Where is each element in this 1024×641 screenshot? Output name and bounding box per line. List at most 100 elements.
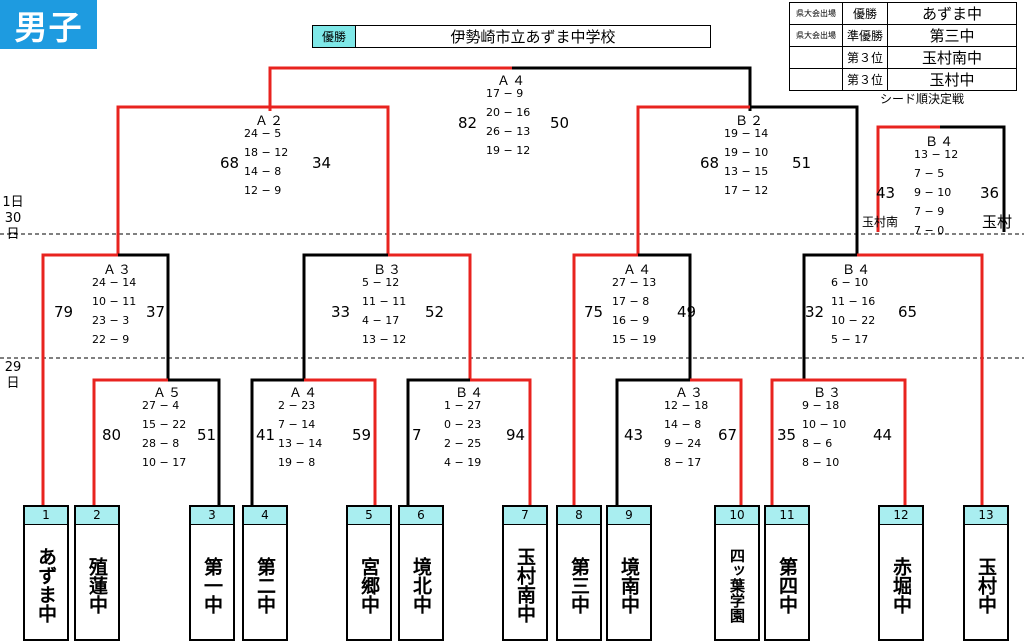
total-left: 35 — [777, 425, 797, 444]
sf2-right — [750, 105, 859, 255]
team-number: 13 — [965, 507, 1007, 525]
set-score: 20 − 16 — [486, 106, 531, 119]
team-name: 殖蓮中 — [86, 556, 108, 614]
set-score: 13 − 12 — [362, 333, 407, 346]
final-left — [268, 66, 512, 111]
total-right: 49 — [677, 302, 697, 321]
rank-label: 第３位 — [842, 68, 888, 91]
team-number: 3 — [191, 507, 233, 525]
court-label-qf1: Ａ３ — [102, 263, 133, 278]
total-left: 80 — [102, 425, 122, 444]
court-label-r1b: Ａ４ — [288, 386, 319, 401]
r1e-right — [804, 378, 907, 505]
set-score: 27 − 13 — [612, 276, 657, 289]
team-label: 第三中 — [887, 24, 1017, 47]
set-score: 24 − 14 — [92, 276, 137, 289]
team-box: 5 宮郷中 — [346, 505, 392, 641]
sf1-left — [116, 105, 270, 255]
qf1-right — [118, 253, 170, 380]
r1b-left — [250, 378, 304, 505]
set-score: 19 − 10 — [724, 146, 769, 159]
total-left: 68 — [220, 153, 240, 172]
set-score: 11 − 11 — [362, 295, 407, 308]
result-row: 県大会出場準優勝第三中 — [789, 24, 1017, 47]
seed-right — [940, 125, 1006, 232]
r1e-left — [770, 378, 804, 505]
total-right: 59 — [352, 425, 372, 444]
total-right: 51 — [792, 153, 812, 172]
set-score: 27 − 4 — [142, 399, 180, 412]
total-right: 51 — [197, 425, 217, 444]
result-row: 第３位玉村中 — [789, 68, 1017, 91]
set-score: 12 − 18 — [664, 399, 709, 412]
set-score: 13 − 15 — [724, 165, 769, 178]
set-score: 9 − 24 — [664, 437, 702, 450]
qf2-left — [302, 253, 388, 380]
team-name: あずま中 — [35, 547, 57, 623]
r1c-right — [470, 378, 532, 505]
total-left: 68 — [700, 153, 720, 172]
winner-banner: 優勝 伊勢崎市立あずま中学校 — [312, 25, 711, 48]
team-label: 玉村南中 — [887, 46, 1017, 69]
qf2-right — [388, 253, 472, 380]
r1d-right — [690, 378, 743, 505]
total-left: 32 — [805, 302, 825, 321]
set-score: 10 − 10 — [802, 418, 847, 431]
r1b-right — [304, 378, 377, 505]
total-left: 33 — [331, 302, 351, 321]
set-score: 7 − 0 — [914, 224, 945, 237]
set-score: 16 − 9 — [612, 314, 650, 327]
final-right — [512, 66, 752, 111]
set-score: 10 − 22 — [831, 314, 876, 327]
set-score: 5 − 12 — [362, 276, 400, 289]
team-name: 第四中 — [776, 556, 798, 614]
seed-left — [876, 125, 940, 232]
qf1-left — [41, 253, 118, 505]
qf4-right — [857, 253, 984, 505]
set-score: 8 − 10 — [802, 456, 840, 469]
set-score: 17 − 8 — [612, 295, 650, 308]
set-score: 15 − 19 — [612, 333, 657, 346]
total-right: 65 — [898, 302, 918, 321]
set-score: 2 − 25 — [444, 437, 482, 450]
court-label-final: Ａ４ — [496, 74, 527, 89]
set-score: 8 − 17 — [664, 456, 702, 469]
team-name: 玉村中 — [975, 556, 997, 614]
set-score: 5 − 17 — [831, 333, 869, 346]
set-score: 24 − 5 — [244, 127, 282, 140]
court-label-r1a: Ａ５ — [152, 386, 183, 401]
team-number: 6 — [400, 507, 442, 525]
sf2-left — [636, 105, 750, 255]
total-left: 82 — [458, 113, 478, 132]
results-table: 県大会出場優勝あずま中 県大会出場準優勝第三中 第３位玉村南中 第３位玉村中 — [789, 2, 1017, 91]
seed-left-team: 玉村南 — [862, 215, 899, 229]
team-number: 11 — [766, 507, 808, 525]
seed-label: シード順決定戦 — [880, 92, 965, 106]
team-number: 5 — [348, 507, 390, 525]
team-box: 11 第四中 — [764, 505, 810, 641]
set-score: 14 − 8 — [244, 165, 282, 178]
team-name: 四ッ葉学園 — [728, 547, 746, 623]
set-score: 19 − 12 — [486, 144, 531, 157]
set-score: 2 − 23 — [278, 399, 316, 412]
rank-label: 第３位 — [842, 46, 888, 69]
court-label-r1d: Ａ３ — [674, 386, 705, 401]
total-left: 7 — [412, 425, 422, 444]
team-number: 7 — [504, 507, 546, 525]
total-left: 43 — [624, 425, 644, 444]
set-score: 7 − 14 — [278, 418, 316, 431]
set-score: 4 − 17 — [362, 314, 400, 327]
court-label-r1e: Ｂ３ — [812, 386, 843, 401]
team-name: 宮郷中 — [358, 556, 380, 614]
set-score: 26 − 13 — [486, 125, 531, 138]
team-box: 13 玉村中 — [963, 505, 1009, 641]
set-score: 17 − 12 — [724, 184, 769, 197]
set-score: 12 − 9 — [244, 184, 282, 197]
set-score: 13 − 12 — [914, 148, 959, 161]
